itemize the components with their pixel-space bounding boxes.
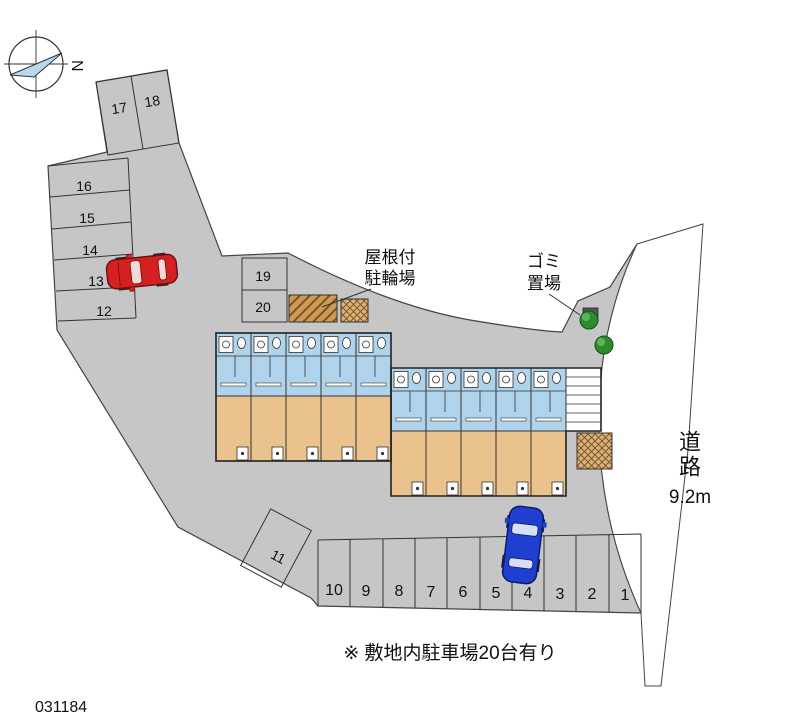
red-car-icon [105,252,179,292]
garbage-area: ゴミ 置場 [527,251,614,355]
building-outline [390,367,602,497]
blue-car-icon [501,505,547,585]
parking-note: ※ 敷地内駐車場20台有り [343,642,556,664]
apartment-unit [285,332,322,397]
bike-rack-icon [340,298,369,323]
apartment-unit [250,332,287,397]
apartment-unit [425,430,462,497]
north-arrow-icon [9,52,63,78]
parking-cell-lines [47,157,137,322]
apartment-unit [320,332,357,397]
parking-space-number: 16 [76,178,92,194]
apartment-unit [285,395,322,462]
parking-space-number: 19 [255,268,271,284]
parking-space-number: 17 [110,99,128,117]
apartment-unit [530,367,567,432]
parking-space-number: 5 [492,585,501,602]
parking-space-number: 12 [96,303,112,319]
parking-space-11: 11 [239,508,313,588]
parking-space-number: 9 [362,583,371,600]
parking-cell-lines [239,508,313,588]
road-label: 道路 [676,430,701,480]
parking-space-number: 8 [395,583,404,600]
parking-space-number: 14 [82,242,98,258]
parking-space-number: 11 [268,546,289,567]
apartment-unit [495,430,532,497]
apartment-unit [320,395,357,462]
garbage-label: 置場 [527,274,561,293]
apartment-unit [495,367,532,432]
parking-space-number: 15 [79,210,95,226]
apartment-unit [425,367,462,432]
apartment-building [215,332,613,497]
parking-space-number: 13 [88,273,104,289]
apartment-unit [460,367,497,432]
parking-cell-lines [95,69,180,156]
apartment-unit [390,430,427,497]
parking-spaces-19-20: 19 20 [241,257,288,323]
apartment-unit [530,430,567,497]
parking-cell-lines [241,257,288,323]
apartment-unit [215,332,252,397]
apartment-unit [215,395,252,462]
parking-space-number: 4 [524,585,533,602]
bike-parking: 屋根付 駐輪場 [288,248,416,323]
apartment-unit [355,395,392,462]
parking-space-number: 18 [143,92,161,110]
stairs [565,367,602,432]
apartment-unit [390,367,427,432]
bush-icon [579,310,599,330]
compass: N [4,30,85,98]
label-leader-line [321,288,372,308]
north-label: N [68,60,85,72]
parking-space-number: 1 [621,587,630,604]
parking-space-number: 6 [459,584,468,601]
parking-spaces-17-18: 17 18 [95,69,180,156]
label-leader-line [548,293,581,316]
garbage-label: ゴミ [527,251,561,271]
apartment-unit [355,332,392,397]
parking-spaces-12-16: 16 15 14 13 12 [47,157,137,322]
parking-space-number: 7 [427,584,436,601]
apartment-unit [250,395,287,462]
parking-space-number: 3 [556,586,565,603]
bike-parking-label: 屋根付 [365,248,416,267]
parking-cell-lines [317,533,642,613]
parking-space-number: 10 [325,582,343,599]
parking-row-1-10: 10 9 8 7 6 5 4 3 2 1 [317,533,642,613]
bush-icon [594,335,614,355]
plan-id: 031184 [35,699,87,716]
utility-box [576,432,613,470]
parking-space-number: 20 [255,299,271,315]
apartment-unit [460,430,497,497]
bike-parking-label: 駐輪場 [365,269,416,288]
road-width-label: 9.2m [669,487,711,508]
parking-space-number: 2 [588,586,597,603]
bike-parking-roof-icon [288,294,338,323]
